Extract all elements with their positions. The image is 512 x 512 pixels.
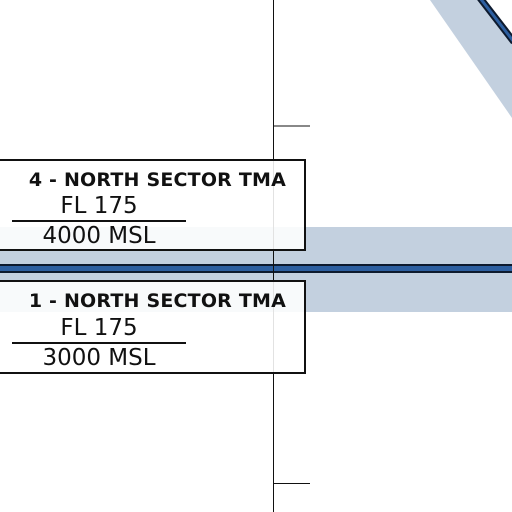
airspace-label-north-sector-1[interactable]: 1 - NORTH SECTOR TMA FL 175 3000 MSL <box>0 280 306 374</box>
sector-name: 4 - NORTH SECTOR TMA <box>28 169 286 191</box>
lower-limit: 4000 MSL <box>42 223 156 249</box>
diagonal-boundary-band <box>430 0 512 118</box>
horizontal-boundary-line <box>0 266 512 271</box>
diagonal-boundary-line <box>479 0 512 42</box>
airspace-label-north-sector-4[interactable]: 4 - NORTH SECTOR TMA FL 175 4000 MSL <box>0 159 306 251</box>
upper-limit: FL 175 <box>12 315 186 344</box>
upper-limit: FL 175 <box>12 193 186 222</box>
sector-name: 1 - NORTH SECTOR TMA <box>28 290 286 312</box>
lower-limit: 3000 MSL <box>42 345 156 371</box>
